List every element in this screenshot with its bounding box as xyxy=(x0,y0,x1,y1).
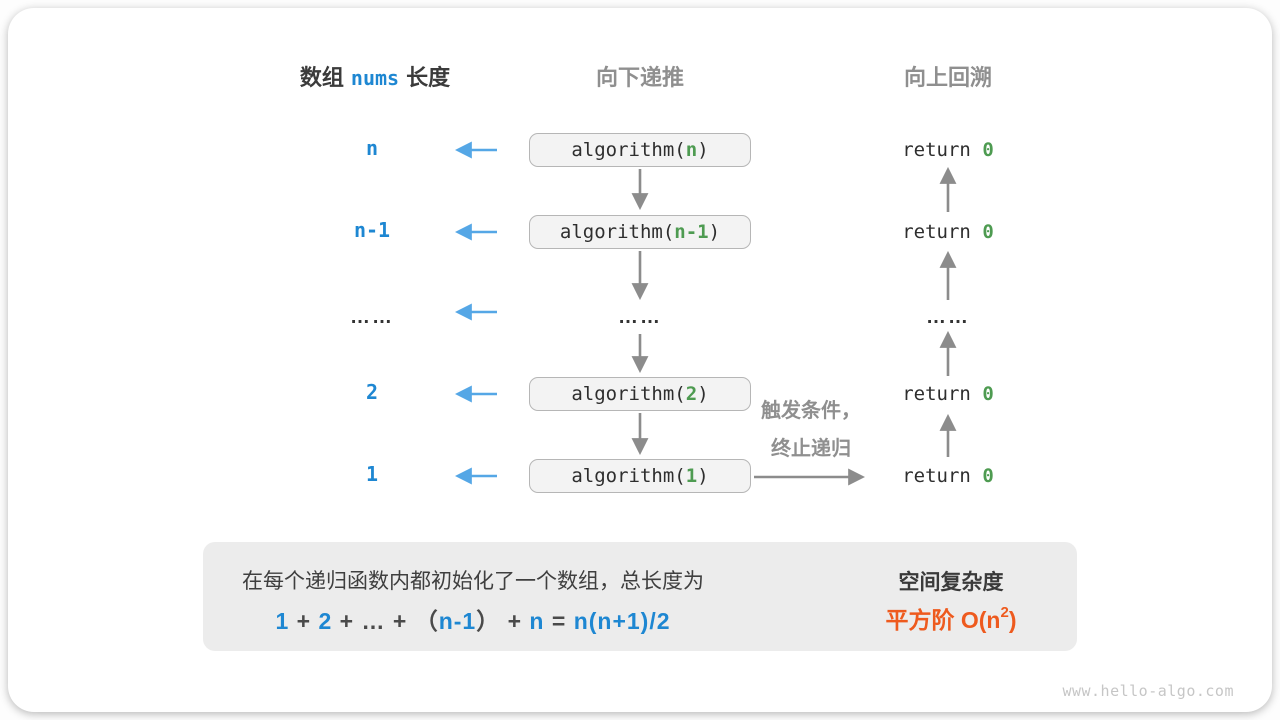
call-prefix: algorithm( xyxy=(571,383,686,405)
space-complexity-title: 空间复杂度 xyxy=(898,571,1004,594)
return-value: 0 xyxy=(982,465,994,487)
header-length-label: 长度 xyxy=(406,65,451,90)
call-arg: n-1 xyxy=(674,221,709,243)
return-value: 0 xyxy=(982,139,994,161)
call-suffix: ) xyxy=(697,383,709,405)
column-header-recurse-down: 向下递推 xyxy=(595,65,684,90)
order-label: 平方阶 xyxy=(885,607,961,633)
call-prefix: algorithm( xyxy=(571,139,686,161)
column-header-backtrack-up: 向上回溯 xyxy=(903,65,992,90)
space-complexity-value: 平方阶 O(n2) xyxy=(856,601,1046,635)
call-suffix: ) xyxy=(708,221,721,243)
summary-box xyxy=(203,542,1077,651)
return-statement: return 0 xyxy=(873,465,1023,487)
return-keyword: return xyxy=(902,221,983,243)
call-prefix: algorithm( xyxy=(571,465,686,487)
call-box: algorithm(1) xyxy=(529,459,751,493)
return-value: 0 xyxy=(982,221,994,243)
call-suffix: ) xyxy=(697,465,709,487)
return-keyword: return xyxy=(902,383,983,405)
length-label: 1 xyxy=(365,462,379,486)
call-arg: n xyxy=(685,139,698,161)
return-statement: return 0 xyxy=(873,383,1023,405)
return-statement: return 0 xyxy=(873,221,1023,243)
call-box: algorithm(2) xyxy=(529,377,751,411)
ellipsis-label: …… xyxy=(350,306,394,328)
call-prefix: algorithm( xyxy=(559,221,675,243)
summary-text: 在每个递归函数内都初始化了一个数组，总长度为 xyxy=(242,570,704,593)
header-nums-code: nums xyxy=(350,66,400,90)
call-suffix: ) xyxy=(697,139,709,161)
big-o-prefix: O(n xyxy=(960,607,1001,633)
big-o-exponent: 2 xyxy=(1000,604,1009,622)
call-box: algorithm(n-1) xyxy=(529,215,751,249)
length-label: n-1 xyxy=(353,218,391,242)
ellipsis-right: …… xyxy=(926,306,970,328)
return-keyword: return xyxy=(902,139,983,161)
big-o-suffix: ) xyxy=(1008,607,1017,633)
return-keyword: return xyxy=(902,465,983,487)
call-arg: 2 xyxy=(685,383,698,405)
trigger-condition-line1: 触发条件， xyxy=(761,400,861,422)
trigger-condition-line2: 终止递归 xyxy=(771,438,851,460)
length-label: n xyxy=(365,136,379,160)
summary-formula: 1 + 2 + … + （n-1） + n = n(n+1)/2 xyxy=(275,608,671,634)
ellipsis-middle: …… xyxy=(618,306,662,328)
watermark: www.hello-algo.com xyxy=(1062,682,1234,700)
return-statement: return 0 xyxy=(873,139,1023,161)
return-value: 0 xyxy=(982,383,994,405)
header-array-label: 数组 xyxy=(299,65,344,90)
call-arg: 1 xyxy=(685,465,698,487)
length-label: 2 xyxy=(365,380,379,404)
call-box: algorithm(n) xyxy=(529,133,751,167)
